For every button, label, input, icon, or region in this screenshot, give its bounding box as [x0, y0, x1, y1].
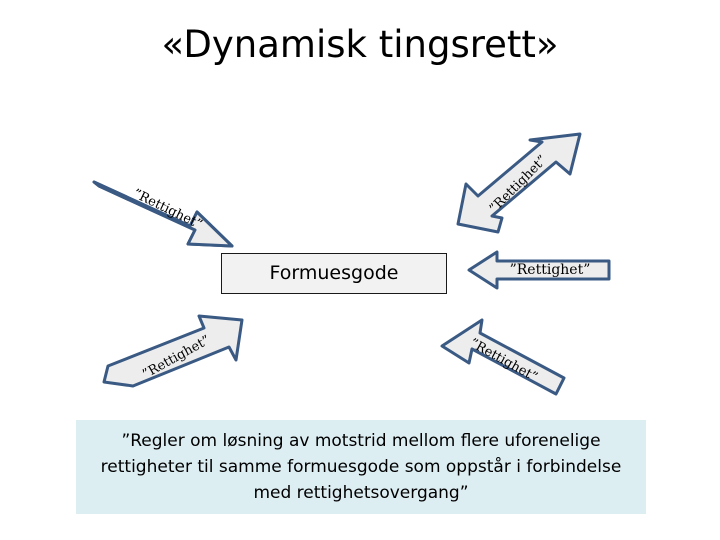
arrow-mid-right-icon — [467, 250, 611, 290]
quote-panel: ”Regler om løsning av motstrid mellom fl… — [76, 420, 646, 514]
arrow-bot-left-icon — [102, 314, 244, 388]
arrow-bot-right[interactable]: ”Rettighet” — [436, 316, 570, 404]
quote-text: ”Regler om løsning av motstrid mellom fl… — [100, 431, 622, 503]
center-box-label: Formuesgode — [269, 262, 399, 284]
arrow-mid-right[interactable]: ”Rettighet” — [466, 249, 612, 291]
arrow-top-left-icon — [92, 180, 234, 248]
arrow-top-left[interactable]: ”Rettighet” — [92, 168, 242, 250]
arrow-bot-right-icon — [440, 318, 566, 396]
arrow-top-right[interactable]: ”Rettighet” — [452, 128, 584, 240]
page-title: «Dynamisk tingsrett» — [161, 23, 559, 66]
arrow-top-right-icon — [456, 132, 582, 234]
arrow-bot-left[interactable]: ”Rettighet” — [100, 314, 252, 398]
center-box-formuesgode[interactable]: Formuesgode — [221, 253, 447, 294]
